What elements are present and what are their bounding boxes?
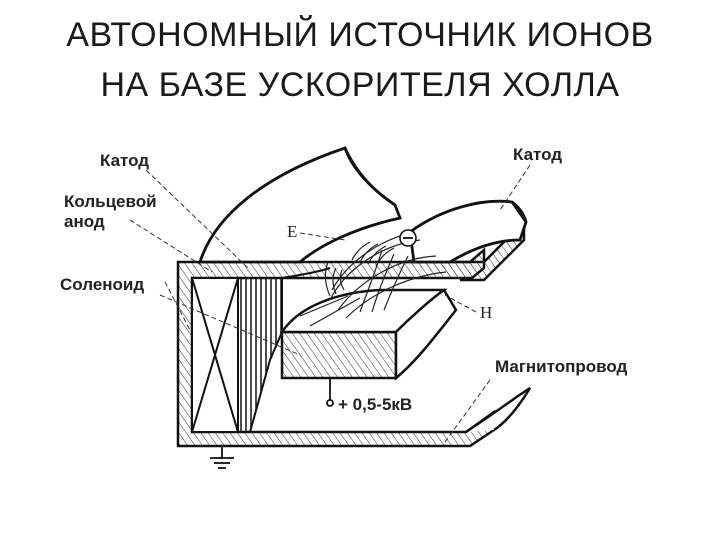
cathode-left-shell: [198, 146, 402, 264]
electron-symbol: [399, 229, 417, 247]
anode-terminal: [326, 378, 334, 407]
label-ring-anode-line1: Кольцевой: [64, 192, 157, 211]
page-title: АВТОНОМНЫЙ ИСТОЧНИК ИОНОВ НА БАЗЕ УСКОРИ…: [0, 10, 720, 110]
label-cathode-left: Катод: [100, 151, 149, 170]
solenoid: [191, 267, 331, 433]
label-ring-anode-line2: анод: [64, 212, 105, 231]
label-solenoid: Соленоид: [60, 275, 144, 294]
label-voltage: + 0,5-5кВ: [338, 395, 412, 414]
label-cathode-right: Катод: [513, 145, 562, 164]
ring-anode: [279, 288, 458, 381]
title-line-1: АВТОНОМНЫЙ ИСТОЧНИК ИОНОВ: [66, 16, 654, 54]
cathode-right-shell: [408, 199, 528, 264]
ground-symbol: [210, 446, 234, 469]
label-magnetic-circuit: Магнитопровод: [495, 357, 628, 376]
label-field-h: Н: [480, 303, 492, 322]
leader-lines: [129, 164, 531, 443]
label-field-e: Е: [287, 222, 297, 241]
title-line-2: НА БАЗЕ УСКОРИТЕЛЯ ХОЛЛА: [100, 66, 620, 104]
